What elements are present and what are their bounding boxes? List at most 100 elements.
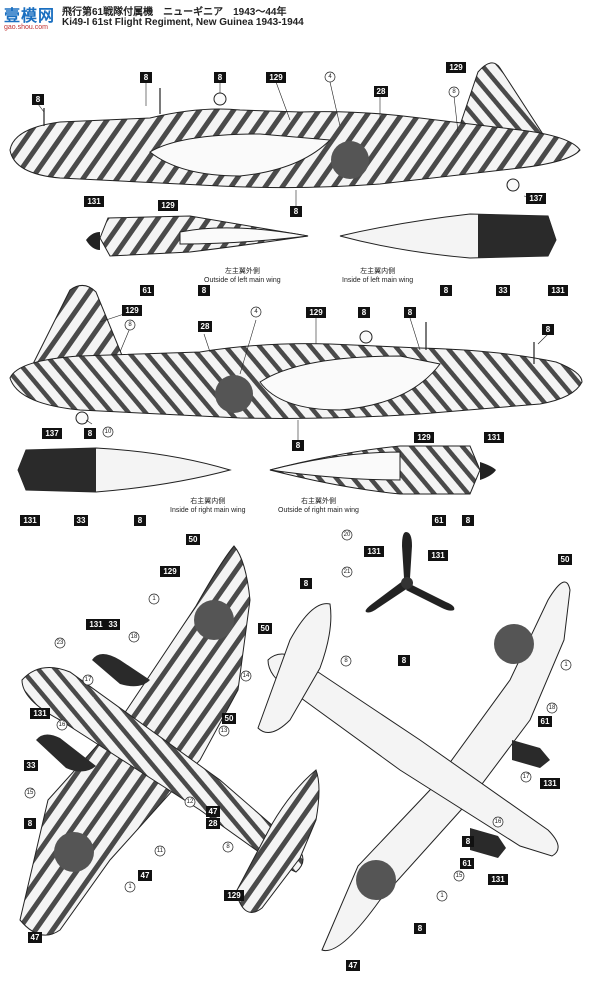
badge-61-c: 61: [538, 716, 552, 727]
svg-text:50: 50: [261, 624, 270, 633]
svg-text:131: 131: [431, 551, 445, 560]
badge-129-g: 129: [160, 566, 180, 577]
svg-text:129: 129: [309, 308, 323, 317]
svg-text:47: 47: [209, 807, 218, 816]
left-wing-inner-cowl: [478, 214, 556, 258]
svg-text:131: 131: [487, 433, 501, 442]
svg-text:33: 33: [109, 620, 118, 629]
svg-text:33: 33: [27, 761, 36, 770]
svg-text:129: 129: [163, 567, 177, 576]
badge-131-h: 131: [30, 708, 50, 719]
svg-text:137: 137: [529, 194, 543, 203]
circle-20: 20: [341, 529, 353, 541]
badge-131-d: 131: [20, 515, 40, 526]
bottom-view-nacelle-2: [470, 828, 506, 858]
svg-text:129: 129: [125, 306, 139, 315]
badge-61-d: 61: [460, 858, 474, 869]
badge-50-c: 50: [558, 554, 572, 565]
bottom-view: [257, 581, 571, 952]
caption-left-outer-jp: 左主翼外側: [224, 268, 260, 275]
circle-21: 21: [341, 566, 353, 578]
svg-text:16: 16: [59, 722, 66, 728]
badge-131-i: 131: [540, 778, 560, 789]
left-profile-tail-fin: [454, 62, 549, 143]
badge-131-g: 131: [86, 619, 106, 630]
caption-left-outer-en: Outside of left main wing: [204, 277, 281, 284]
svg-text:16: 16: [495, 819, 502, 825]
badge-131-c: 131: [484, 432, 504, 443]
svg-text:61: 61: [143, 286, 152, 295]
svg-text:50: 50: [189, 535, 198, 544]
badge-129-h: 129: [224, 890, 244, 901]
circle-14: 14: [240, 670, 252, 682]
badge-33-a: 33: [496, 285, 510, 296]
badge-47-c: 47: [28, 932, 42, 943]
svg-text:131: 131: [543, 779, 557, 788]
badge-47-b: 47: [138, 870, 152, 881]
site-logo: 壹模网: [4, 6, 56, 25]
left-wing-outer-spinner: [86, 232, 100, 250]
svg-text:8: 8: [546, 325, 551, 334]
svg-text:1: 1: [564, 662, 568, 668]
right-wing-outer-nacelle: [269, 451, 401, 481]
svg-text:10: 10: [105, 429, 112, 435]
badge-8-p: 8: [24, 818, 36, 829]
circle-8-c: 8: [340, 655, 352, 667]
svg-text:12: 12: [187, 799, 194, 805]
svg-text:129: 129: [269, 73, 283, 82]
top-view: [19, 545, 320, 936]
svg-text:61: 61: [435, 516, 444, 525]
svg-text:8: 8: [36, 95, 41, 104]
svg-text:8: 8: [128, 322, 132, 328]
svg-text:17: 17: [523, 774, 530, 780]
svg-text:15: 15: [456, 873, 463, 879]
circle-12: 12: [184, 796, 196, 808]
badge-131-f: 131: [428, 550, 448, 561]
svg-text:61: 61: [463, 859, 472, 868]
badge-8-m: 8: [462, 515, 474, 526]
svg-text:15: 15: [27, 790, 34, 796]
svg-text:18: 18: [549, 705, 556, 711]
svg-text:47: 47: [141, 871, 150, 880]
badge-33-b: 33: [74, 515, 88, 526]
circle-15-a: 15: [24, 787, 36, 799]
svg-text:137: 137: [45, 429, 59, 438]
svg-text:129: 129: [417, 433, 431, 442]
site-url: gao.shou.com: [4, 24, 48, 31]
badge-8-i: 8: [542, 324, 554, 335]
badge-137-b: 137: [42, 428, 62, 439]
caption-right-inner-jp: 右主翼内側: [190, 498, 226, 505]
propeller: [365, 532, 455, 613]
circle-18-a: 18: [128, 631, 140, 643]
badge-129-b: 129: [446, 62, 466, 73]
svg-text:18: 18: [131, 634, 138, 640]
left-wing-outer-nacelle: [179, 227, 309, 245]
svg-text:23: 23: [57, 640, 64, 646]
badge-8-g: 8: [358, 307, 370, 318]
caption-right-inner: 右主翼内側 Inside of right main wing: [170, 497, 245, 515]
svg-text:33: 33: [77, 516, 86, 525]
circle-17-a: 17: [82, 674, 94, 686]
svg-text:129: 129: [161, 201, 175, 210]
badge-8-c: 8: [32, 94, 44, 105]
bottom-view-roundel-lower: [356, 860, 396, 900]
svg-text:4: 4: [254, 309, 258, 315]
callout-leaders: [37, 81, 549, 440]
badge-8-k: 8: [292, 440, 304, 451]
badge-8-q: 8: [462, 836, 474, 847]
badge-8-r: 8: [414, 923, 426, 934]
badge-47-a: 47: [206, 806, 220, 817]
circle-1-c: 1: [124, 881, 136, 893]
svg-text:14: 14: [243, 673, 250, 679]
badge-8-b: 8: [214, 72, 226, 83]
svg-text:8: 8: [466, 837, 471, 846]
svg-text:8: 8: [294, 207, 299, 216]
badge-131-b: 131: [548, 285, 568, 296]
callout-badges: 8 8 129 129 8 28 8 137 131 129 61 8 8 33…: [20, 62, 572, 971]
badge-61-b: 61: [432, 515, 446, 526]
svg-text:131: 131: [491, 875, 505, 884]
bottom-view-tailplane: [257, 603, 332, 733]
badge-8-f: 8: [440, 285, 452, 296]
bottom-view-roundel-upper: [494, 624, 534, 664]
